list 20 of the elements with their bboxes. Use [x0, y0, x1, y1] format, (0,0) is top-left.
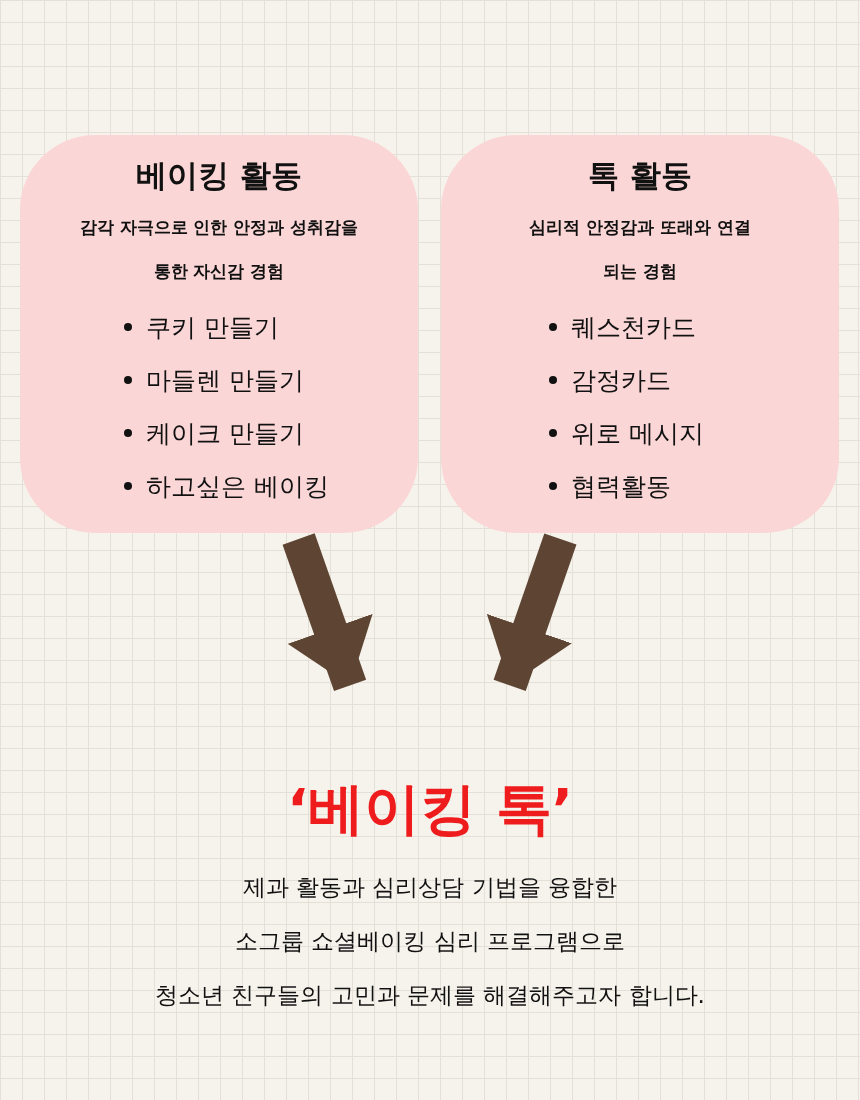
box-heading: 톡 활동	[588, 156, 692, 195]
program-title: ‘베이킹 톡’	[280, 742, 580, 848]
arrow	[486, 533, 577, 691]
box-subtitle: 감각 자극으로 인한 안정과 성취감을 통한 자신감 경험	[79, 216, 359, 283]
rounded-box	[441, 135, 839, 533]
bullet-item: 마들렌 만들기	[146, 366, 304, 395]
bullet-item: 쿠키 만들기	[146, 313, 279, 342]
bullet-item: 협력활동	[571, 472, 671, 501]
bullet-item: 위로 메시지	[571, 419, 704, 448]
bullet-item: 하고싶은 베이킹	[146, 472, 329, 501]
description-line: 소그룹 쇼셜베이킹 심리 프로그램으로	[235, 927, 625, 956]
bullet-item: 케이크 만들기	[146, 419, 304, 448]
box-subtitle: 심리적 안정감과 또래와 연결되는 경험	[528, 216, 752, 283]
box-heading: 베이킹 활동	[136, 156, 302, 195]
bullet-item: 감정카드	[571, 366, 671, 395]
description-line: 제과 활동과 심리상담 기법을 융합한	[242, 873, 618, 902]
description-line: 청소년 친구들의 고민과 문제를 해결해주고자 합니다.	[155, 981, 705, 1010]
arrow	[282, 533, 373, 692]
bullet-item: 퀘스천카드	[571, 313, 696, 342]
rounded-box	[20, 135, 418, 533]
